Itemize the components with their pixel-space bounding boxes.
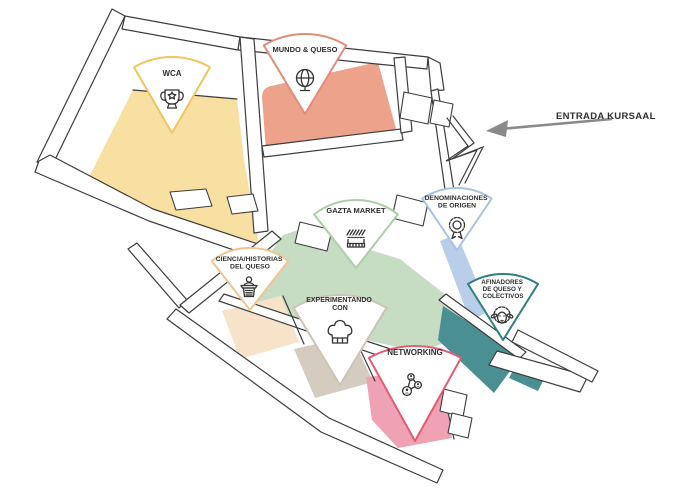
marker-gazta-market[interactable]: GAZTA MARKET xyxy=(313,198,399,269)
entrance-annotation: ENTRADA KURSAAL xyxy=(486,111,656,137)
wedge-shape xyxy=(367,344,463,442)
wall-line xyxy=(282,295,305,345)
wall-segment xyxy=(488,350,589,393)
entrance-arrow-head-icon xyxy=(486,120,508,137)
marker-label: NETWORKING xyxy=(387,348,443,357)
wedge-shape xyxy=(262,32,348,115)
wedge-shape xyxy=(421,186,493,251)
wall-segment xyxy=(166,308,444,484)
marker-networking[interactable]: NETWORKING xyxy=(367,344,463,442)
zone-afinadores xyxy=(438,306,521,393)
network-icon xyxy=(401,373,423,397)
furniture-box xyxy=(399,91,433,125)
wall-segment xyxy=(127,242,188,309)
trophy-icon xyxy=(160,89,184,109)
zones xyxy=(88,62,548,448)
marker-afinadores[interactable]: AFINADORES DE QUESO Y COLECTIVOS xyxy=(467,273,539,341)
wall-segment xyxy=(427,56,445,92)
marker-label: CIENCIA/HISTORIAS DEL QUESO xyxy=(216,256,285,271)
wall-segment xyxy=(121,15,241,51)
wedge-shape xyxy=(292,294,388,386)
lectern-icon xyxy=(240,276,258,298)
furniture-box xyxy=(429,99,454,128)
entrance-label: ENTRADA KURSAAL xyxy=(556,111,656,122)
marker-label: GAZTA MARKET xyxy=(326,206,386,215)
rosette-icon xyxy=(448,216,466,240)
marker-mundo-queso[interactable]: MUNDO & QUESO xyxy=(262,32,348,115)
chef-hat-icon xyxy=(327,319,353,344)
wedge-shape xyxy=(133,56,211,134)
marker-wca[interactable]: WCA xyxy=(133,56,211,134)
furniture-box xyxy=(447,412,473,439)
marker-ciencia-historias-del-queso[interactable]: CIENCIA/HISTORIAS DEL QUESO xyxy=(210,247,290,311)
marker-label: WCA xyxy=(162,69,181,78)
sheep-icon xyxy=(490,306,514,324)
marker-denominaciones-de-origen[interactable]: DENOMINACIONES DE ORIGEN xyxy=(421,186,493,251)
furniture-box xyxy=(226,193,259,215)
globe-icon xyxy=(295,68,315,92)
marker-label: AFINADORES DE QUESO Y COLECTIVOS xyxy=(481,279,524,300)
wall-segment xyxy=(261,128,404,158)
zone-ciencia xyxy=(222,296,299,359)
wall-segment xyxy=(239,36,269,234)
entrance-stairs xyxy=(451,115,485,184)
marker-label: MUNDO & QUESO xyxy=(272,45,337,54)
entrance-stairs xyxy=(445,117,479,186)
entrance-arrow-icon xyxy=(499,117,613,131)
zone-wca xyxy=(88,90,259,243)
marker-label: EXPERIMENTANDO CON xyxy=(306,297,374,312)
furniture-box xyxy=(169,188,213,211)
marker-label: DENOMINACIONES DE ORIGEN xyxy=(425,195,490,210)
furniture-box xyxy=(294,221,333,252)
furniture xyxy=(169,91,485,439)
marker-experimentando-con[interactable]: EXPERIMENTANDO CON xyxy=(292,294,388,386)
wall-segment xyxy=(438,293,527,360)
wedge-shape xyxy=(210,247,290,311)
wall-segment xyxy=(511,329,599,383)
market-stall-icon xyxy=(346,229,366,248)
